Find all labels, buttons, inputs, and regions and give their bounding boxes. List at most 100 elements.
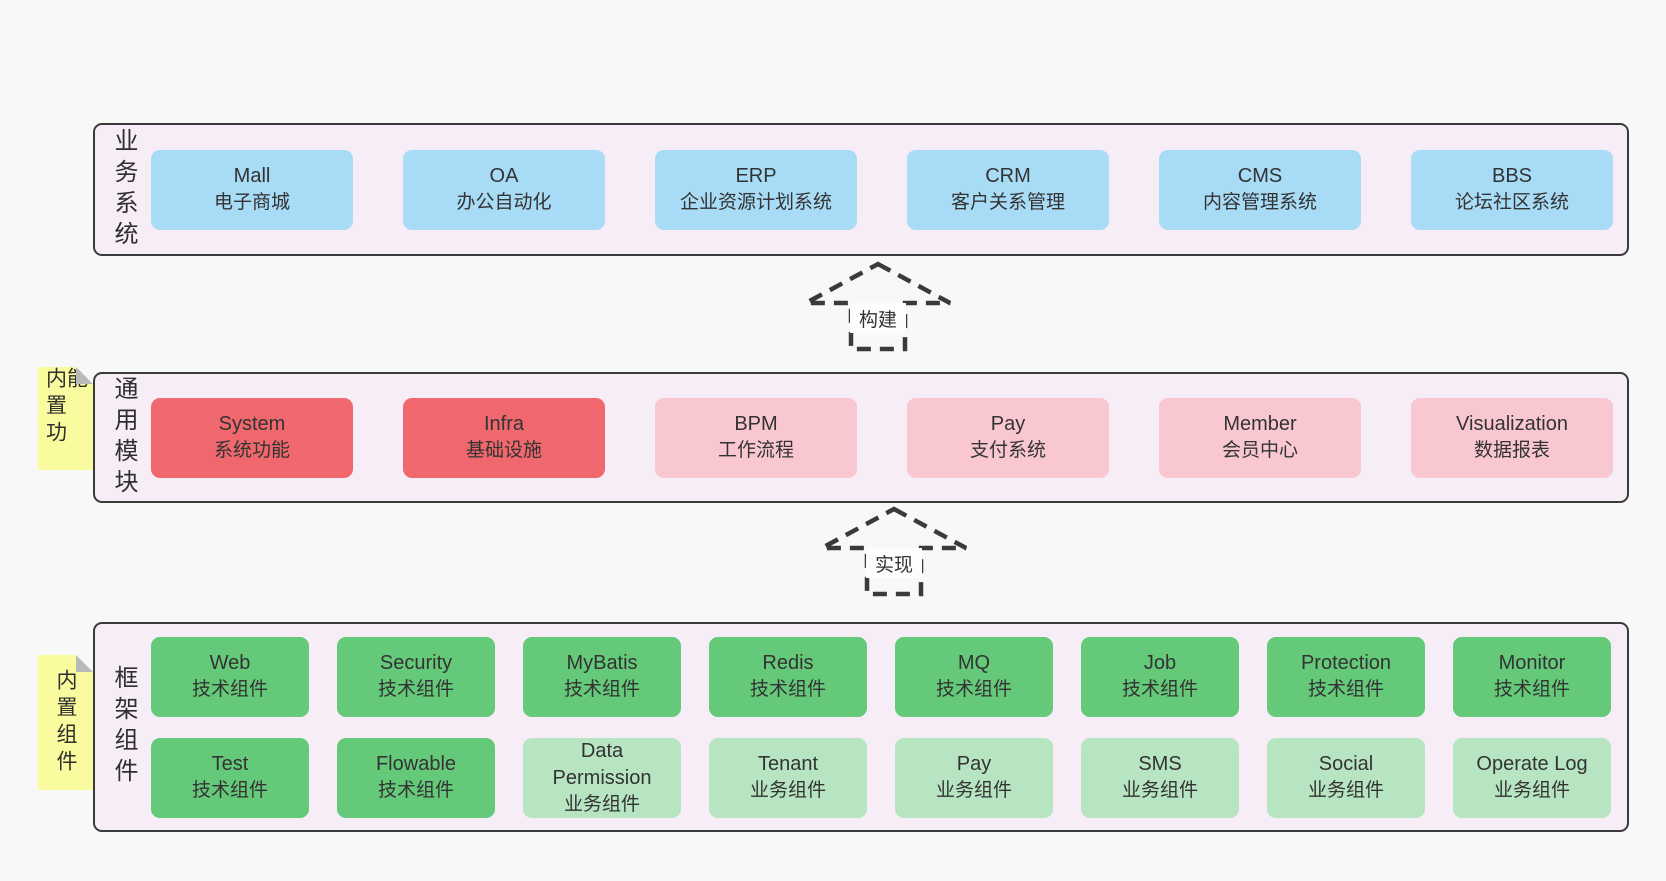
box-flowable-subtitle: 技术组件 (377, 780, 454, 802)
box-oa: OA 办公自动化 (403, 149, 605, 230)
box-mall: Mall 电子商城 (151, 149, 353, 230)
build-arrow-label: 构建 (850, 303, 906, 333)
box-pay: Pay 支付系统 (907, 397, 1109, 478)
box-tenant: Tenant 业务组件 (709, 737, 867, 818)
box-visualization-title: Visualization (1456, 413, 1568, 436)
builtin-features-tab: 内置功能 (38, 367, 93, 470)
box-oa-title: OA (489, 165, 519, 188)
box-system-title: System (218, 413, 286, 436)
box-mybatis-title: MyBatis (566, 652, 638, 675)
box-redis-subtitle: 技术组件 (749, 679, 826, 701)
builtin-components-tab-label: 内置组件 (54, 668, 77, 777)
framework-components-rows: Web 技术组件 Security 技术组件 MyBatis 技术组件 Redi… (151, 624, 1627, 830)
box-job-title: Job (1143, 652, 1177, 675)
box-crm: CRM 客户关系管理 (907, 149, 1109, 230)
box-system-subtitle: 系统功能 (213, 440, 290, 462)
business-systems-container: 业务系统 Mall 电子商城 OA 办公自动化 ERP 企业资源计划系统 CRM… (93, 123, 1629, 256)
box-cms: CMS 内容管理系统 (1159, 149, 1361, 230)
box-infra: Infra 基础设施 (403, 397, 605, 478)
box-erp-subtitle: 企业资源计划系统 (679, 192, 832, 214)
framework-components-row-1: Web 技术组件 Security 技术组件 MyBatis 技术组件 Redi… (151, 636, 1611, 717)
common-modules-boxes: System 系统功能 Infra 基础设施 BPM 工作流程 Pay 支付系统… (151, 374, 1629, 501)
box-data-permission-subtitle: 业务组件 (563, 793, 640, 815)
box-flowable: Flowable 技术组件 (337, 737, 495, 818)
box-protection: Protection 技术组件 (1267, 636, 1425, 717)
box-monitor-subtitle: 技术组件 (1493, 679, 1570, 701)
box-redis-title: Redis (762, 652, 814, 675)
framework-components-container: 框架组件 Web 技术组件 Security 技术组件 MyBatis 技术组件… (93, 622, 1629, 832)
box-member-subtitle: 会员中心 (1221, 440, 1298, 462)
box-cms-subtitle: 内容管理系统 (1202, 192, 1317, 214)
box-pay-business: Pay 业务组件 (895, 737, 1053, 818)
box-crm-title: CRM (985, 165, 1031, 188)
box-operate-log: Operate Log 业务组件 (1453, 737, 1611, 818)
box-mybatis-subtitle: 技术组件 (563, 679, 640, 701)
box-protection-title: Protection (1300, 652, 1392, 675)
box-web-subtitle: 技术组件 (191, 679, 268, 701)
box-mall-subtitle: 电子商城 (213, 192, 290, 214)
build-arrow-icon (804, 261, 952, 352)
box-security: Security 技术组件 (337, 636, 495, 717)
box-test: Test 技术组件 (151, 737, 309, 818)
box-tenant-title: Tenant (757, 753, 819, 776)
box-data-permission-title: Data Permission (552, 739, 652, 789)
box-member: Member 会员中心 (1159, 397, 1361, 478)
box-sms: SMS 业务组件 (1081, 737, 1239, 818)
box-visualization: Visualization 数据报表 (1411, 397, 1613, 478)
framework-components-label-column: 框架组件 (95, 624, 151, 830)
box-bbs-title: BBS (1491, 165, 1533, 188)
box-cms-title: CMS (1237, 165, 1283, 188)
box-social-title: Social (1318, 753, 1374, 776)
box-sms-subtitle: 业务组件 (1121, 780, 1198, 802)
box-infra-subtitle: 基础设施 (465, 440, 542, 462)
box-member-title: Member (1223, 413, 1297, 436)
business-systems-boxes: Mall 电子商城 OA 办公自动化 ERP 企业资源计划系统 CRM 客户关系… (151, 125, 1629, 254)
box-flowable-title: Flowable (375, 753, 457, 776)
box-job-subtitle: 技术组件 (1121, 679, 1198, 701)
box-operate-log-title: Operate Log (1476, 753, 1588, 776)
box-test-title: Test (211, 753, 249, 776)
implement-arrow-icon (820, 506, 968, 597)
box-monitor: Monitor 技术组件 (1453, 636, 1611, 717)
box-monitor-title: Monitor (1498, 652, 1566, 675)
box-pay-subtitle: 支付系统 (969, 440, 1046, 462)
box-web-title: Web (209, 652, 251, 675)
box-mq-title: MQ (957, 652, 991, 675)
business-systems-label: 业务系统 (110, 127, 137, 252)
builtin-components-tab: 内置组件 (38, 655, 93, 790)
tab-fold-corner-icon (76, 367, 93, 384)
box-mall-title: Mall (233, 165, 271, 188)
box-tenant-subtitle: 业务组件 (749, 780, 826, 802)
box-erp: ERP 企业资源计划系统 (655, 149, 857, 230)
business-systems-label-column: 业务系统 (95, 125, 151, 254)
box-security-subtitle: 技术组件 (377, 679, 454, 701)
box-mq: MQ 技术组件 (895, 636, 1053, 717)
box-redis: Redis 技术组件 (709, 636, 867, 717)
common-modules-label-column: 通用模块 (95, 374, 151, 501)
box-visualization-subtitle: 数据报表 (1473, 440, 1550, 462)
box-oa-subtitle: 办公自动化 (456, 192, 552, 214)
implement-arrow-label: 实现 (866, 548, 922, 578)
box-pay-business-title: Pay (956, 753, 992, 776)
box-bbs-subtitle: 论坛社区系统 (1454, 192, 1569, 214)
box-test-subtitle: 技术组件 (191, 780, 268, 802)
box-mybatis: MyBatis 技术组件 (523, 636, 681, 717)
box-protection-subtitle: 技术组件 (1307, 679, 1384, 701)
framework-components-row-2: Test 技术组件 Flowable 技术组件 Data Permission … (151, 737, 1611, 818)
box-web: Web 技术组件 (151, 636, 309, 717)
box-bbs: BBS 论坛社区系统 (1411, 149, 1613, 230)
common-modules-container: 通用模块 System 系统功能 Infra 基础设施 BPM 工作流程 Pay… (93, 372, 1629, 503)
box-bpm-title: BPM (734, 413, 778, 436)
box-social: Social 业务组件 (1267, 737, 1425, 818)
box-operate-log-subtitle: 业务组件 (1493, 780, 1570, 802)
box-security-title: Security (379, 652, 453, 675)
box-system: System 系统功能 (151, 397, 353, 478)
box-erp-title: ERP (735, 165, 777, 188)
box-sms-title: SMS (1138, 753, 1182, 776)
box-social-subtitle: 业务组件 (1307, 780, 1384, 802)
framework-components-label: 框架组件 (110, 665, 137, 789)
box-pay-business-subtitle: 业务组件 (935, 780, 1012, 802)
box-bpm-subtitle: 工作流程 (717, 440, 794, 462)
box-pay-title: Pay (990, 413, 1026, 436)
common-modules-label: 通用模块 (110, 375, 137, 500)
